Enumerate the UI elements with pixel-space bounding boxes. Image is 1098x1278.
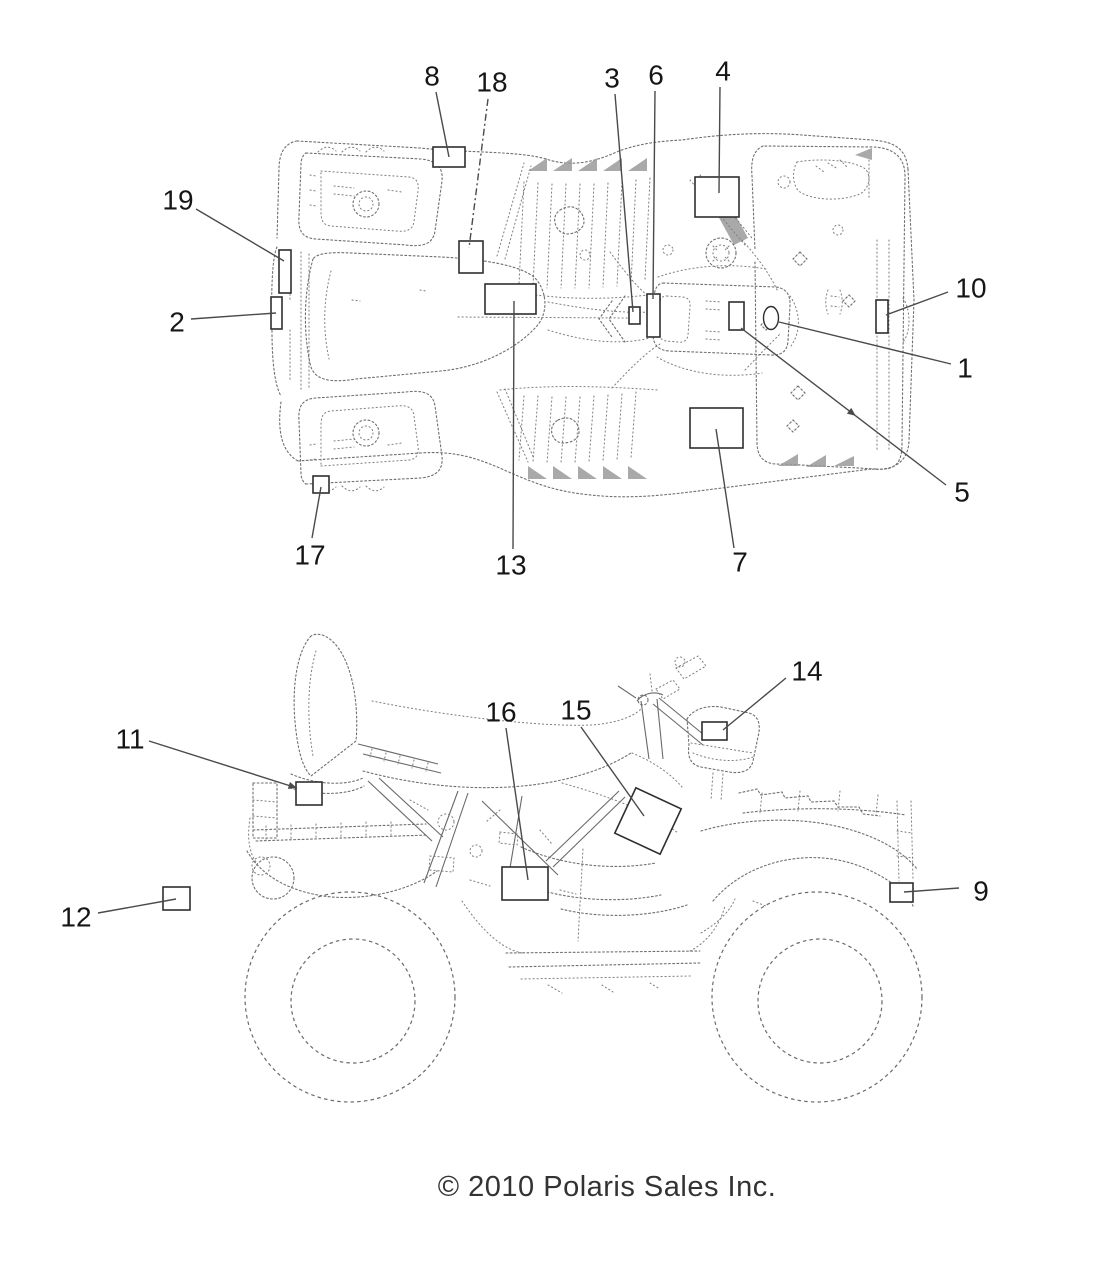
leader-line-11: [148, 740, 298, 789]
backrest: [293, 633, 358, 777]
seat-side-view: [289, 743, 632, 794]
leader-line-17: [311, 486, 322, 539]
leader-line-19: [195, 208, 285, 262]
footwell-top: [496, 158, 657, 299]
decal-box-15: [613, 786, 683, 856]
front-wheel: [711, 891, 923, 1103]
callout-number-8: 8: [424, 61, 440, 92]
leader-line-10: [885, 291, 949, 316]
rear-rack-side: [246, 782, 438, 900]
callout-number-17: 17: [294, 540, 325, 571]
left-rail-lines: [289, 251, 310, 391]
leader-arrow-5: [846, 407, 856, 416]
decal-box-4: [694, 176, 740, 218]
leader-line-5: [740, 327, 947, 486]
decal-box-13: [484, 283, 537, 315]
callout-number-19: 19: [162, 185, 193, 216]
decal-boxes: [162, 146, 914, 911]
callout-number-14: 14: [791, 656, 822, 687]
leader-line-18: [468, 98, 489, 249]
frame-and-engine: [367, 700, 726, 994]
decal-box-7: [689, 407, 744, 449]
callout-number-5: 5: [954, 477, 970, 508]
callout-number-15: 15: [560, 695, 591, 726]
front-rack-top-view: [741, 145, 910, 470]
rear-wheel: [244, 891, 456, 1103]
steering-cap-circle: [662, 237, 737, 269]
decal-box-14: [701, 721, 728, 741]
leader-line-8: [435, 91, 450, 158]
decal-box-16: [501, 866, 549, 901]
callout-number-6: 6: [648, 60, 664, 91]
leader-line-14: [722, 677, 787, 731]
callout-number-12: 12: [60, 902, 91, 933]
leader-line-6: [652, 90, 656, 300]
decal-box-3: [628, 306, 641, 325]
top-view-art: [271, 133, 915, 498]
decal-box-11: [295, 781, 323, 806]
leader-lines: [97, 86, 960, 914]
rear-rack-left-top: [298, 146, 443, 247]
copyright-text: © 2010 Polaris Sales Inc.: [437, 1171, 777, 1203]
leader-line-4: [718, 86, 721, 194]
callout-number-1: 1: [957, 353, 973, 384]
top-view-body-outline: [271, 133, 915, 498]
rear-rack-left-bottom: [298, 390, 443, 492]
leader-line-1: [778, 321, 952, 365]
callout-number-11: 11: [115, 724, 144, 755]
leader-line-3: [614, 93, 634, 313]
decal-box-17: [312, 475, 330, 494]
callout-number-3: 3: [604, 63, 620, 94]
callout-number-16: 16: [485, 697, 516, 728]
leader-line-2: [190, 312, 277, 320]
callout-number-4: 4: [715, 56, 731, 87]
handlebar-side: [617, 655, 710, 760]
decal-box-12: [162, 886, 191, 911]
headlight-pod: [686, 705, 760, 802]
handlebar-pod-top-view: [652, 265, 799, 376]
decal-box-10: [875, 299, 889, 334]
front-rack-side: [700, 788, 918, 934]
callout-number-10: 10: [955, 273, 986, 304]
decal-box-5: [728, 301, 745, 331]
leader-line-9: [903, 887, 960, 893]
seat-top-view: [304, 252, 546, 382]
footwell-bottom: [496, 386, 659, 479]
decal-box-6: [646, 293, 661, 338]
callout-number-9: 9: [973, 876, 989, 907]
leader-line-16: [505, 727, 529, 881]
decal-ellipse-1: [762, 305, 780, 331]
callout-number-18: 18: [476, 67, 507, 98]
leader-line-13: [512, 300, 515, 550]
leader-line-15: [580, 726, 645, 817]
leader-line-12: [97, 898, 177, 914]
decal-box-18: [458, 240, 484, 274]
decal-box-19: [278, 249, 292, 294]
leader-line-7: [715, 428, 735, 549]
decal-box-9: [889, 882, 914, 903]
callout-number-2: 2: [169, 307, 185, 338]
leader-arrow-11: [287, 781, 297, 789]
callout-number-13: 13: [495, 550, 526, 581]
callout-number-7: 7: [732, 547, 748, 578]
